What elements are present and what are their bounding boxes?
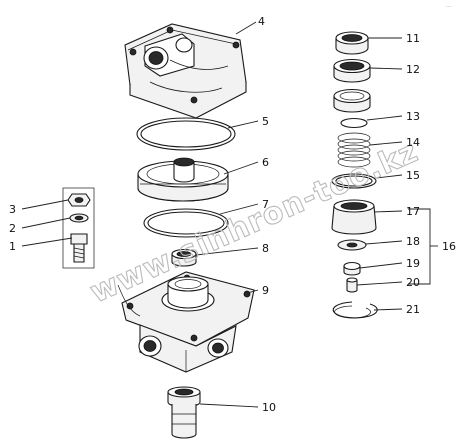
callout-1: 1: [9, 240, 16, 253]
callout-4: 4: [258, 15, 265, 28]
callout-7: 7: [262, 198, 269, 211]
callout-10: 10: [262, 401, 276, 414]
part-21-snap-ring: [332, 301, 378, 319]
part-19-cap: [343, 261, 361, 276]
part-4-cover: [124, 23, 247, 119]
corner-mark: ···: [446, 4, 452, 11]
callout-8: 8: [262, 242, 269, 255]
callout-21: 21: [406, 303, 420, 316]
callout-20: 20: [406, 276, 420, 289]
part-17-valve-cup: [331, 199, 377, 235]
callout-15: 15: [406, 169, 420, 182]
part-13-sleeve: [333, 88, 371, 129]
part-7-o-ring: [143, 208, 229, 238]
callout-6: 6: [262, 156, 269, 169]
part-12-ring: [333, 58, 371, 83]
part-18-washer: [337, 239, 367, 251]
callout-19: 19: [406, 257, 420, 270]
leader-lines: [21, 21, 438, 408]
callout-17: 17: [406, 205, 420, 218]
callout-labels: 1 2 3 4 5 6 7 8 9 10 11 12 13 14 15 16 1…: [9, 15, 456, 414]
callout-2: 2: [9, 222, 16, 235]
part-11-seal: [335, 31, 369, 55]
callout-9: 9: [262, 284, 269, 297]
part-8-bushing: [171, 248, 197, 267]
callout-12: 12: [406, 63, 420, 76]
part-20-pin: [346, 277, 358, 293]
part-6-piston: [137, 157, 229, 202]
callout-5: 5: [262, 115, 269, 128]
part-9-body: [117, 271, 255, 373]
part-15-o-ring: [331, 173, 377, 189]
callout-13: 13: [406, 110, 420, 123]
callout-16: 16: [442, 240, 456, 253]
part-14-spring: [337, 132, 371, 168]
callout-14: 14: [406, 136, 420, 149]
part-10-plug: [167, 386, 201, 439]
parts-1-3-fastener-set: [62, 187, 95, 269]
callout-3: 3: [9, 203, 16, 216]
part-5-o-ring: [136, 117, 236, 151]
callout-11: 11: [406, 32, 420, 45]
callout-18: 18: [406, 235, 420, 248]
